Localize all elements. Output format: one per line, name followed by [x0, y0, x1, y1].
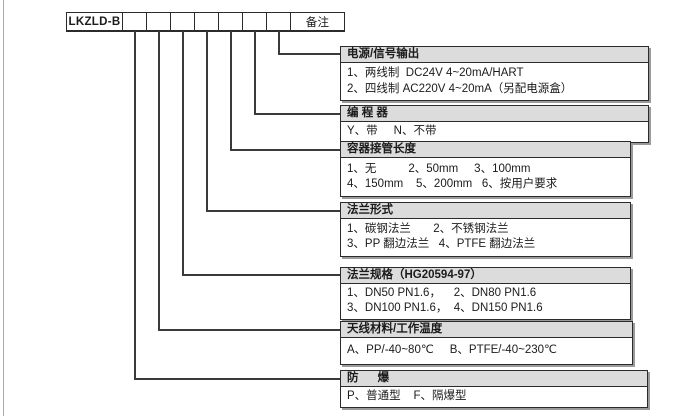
section-vessel-nozzle-length: 容器接管长度 1、无 2、50mm 3、100mm 4、150mm 5、200m… [340, 141, 631, 197]
option-line: 1、碳钢法兰 2、不锈钢法兰 [347, 223, 509, 235]
connector-line [158, 31, 160, 331]
model-digit-box-2 [146, 12, 171, 32]
connector-line [134, 31, 136, 380]
section-title: 防 爆 [341, 371, 647, 387]
section-body: A、PP/-40~80℃ B、PTFE/-40~230℃ [341, 338, 632, 364]
option-line: A、PP/-40~80℃ B、PTFE/-40~230℃ [347, 344, 557, 356]
section-body: P、普通型 F、隔爆型 [341, 387, 647, 407]
option-line: 1、无 2、50mm 3、100mm [347, 163, 531, 175]
section-body: Y、带 N、不带 [341, 122, 648, 142]
page-left-border [3, 0, 4, 416]
connector-line [134, 378, 341, 380]
model-digit-box-7 [266, 12, 291, 32]
section-flange-type: 法兰形式 1、碳钢法兰 2、不锈钢法兰 3、PP 翻边法兰 4、PTFE 翻边法… [340, 202, 631, 257]
model-digit-box-6 [242, 12, 267, 32]
section-flange-spec: 法兰规格（HG20594-97） 1、DN50 PN1.6， 2、DN80 PN… [340, 267, 631, 320]
section-title: 编 程 器 [341, 106, 648, 122]
model-digit-box-4 [194, 12, 219, 32]
connector-line [206, 210, 341, 212]
model-digit-box-1 [122, 12, 147, 32]
connector-line [230, 31, 232, 151]
connector-line [278, 53, 341, 55]
section-body: 1、两线制 DC24V 4~20mA/HART 2、四线制 AC220V 4~2… [341, 63, 648, 100]
section-body: 1、DN50 PN1.6， 2、DN80 PN1.6 3、DN100 PN1.6… [341, 284, 630, 319]
model-prefix-box: LKZLD-B [66, 12, 123, 32]
connector-line [182, 31, 184, 276]
connector-line [230, 149, 341, 151]
section-programmer: 编 程 器 Y、带 N、不带 [340, 105, 649, 143]
connector-line [182, 274, 341, 276]
section-antenna-material-temperature: 天线材料/工作温度 A、PP/-40~80℃ B、PTFE/-40~230℃ [340, 321, 633, 365]
option-line: 3、DN100 PN1.6， 4、DN150 PN1.6 [347, 302, 543, 314]
section-title: 法兰规格（HG20594-97） [341, 268, 630, 284]
model-digit-box-5 [218, 12, 243, 32]
connector-line [206, 31, 208, 212]
section-body: 1、碳钢法兰 2、不锈钢法兰 3、PP 翻边法兰 4、PTFE 翻边法兰 [341, 219, 630, 256]
connector-line [254, 113, 341, 115]
section-body: 1、无 2、50mm 3、100mm 4、150mm 5、200mm 6、按用户… [341, 158, 630, 196]
section-explosion-proof: 防 爆 P、普通型 F、隔爆型 [340, 370, 648, 408]
option-line: 3、PP 翻边法兰 4、PTFE 翻边法兰 [347, 238, 536, 250]
connector-line [158, 329, 341, 331]
model-digit-box-3 [170, 12, 195, 32]
option-line: P、普通型 F、隔爆型 [347, 390, 467, 402]
section-power-signal-output: 电源/信号输出 1、两线制 DC24V 4~20mA/HART 2、四线制 AC… [340, 46, 649, 101]
section-title: 电源/信号输出 [341, 47, 648, 63]
section-title: 法兰形式 [341, 203, 630, 219]
connector-line [278, 31, 280, 55]
option-line: 1、两线制 DC24V 4~20mA/HART [347, 67, 524, 79]
option-line: 2、四线制 AC220V 4~20mA（另配电源盒） [347, 83, 573, 95]
option-line: 4、150mm 5、200mm 6、按用户要求 [347, 178, 558, 190]
section-title: 容器接管长度 [341, 142, 630, 158]
connector-line [254, 31, 256, 115]
option-line: 1、DN50 PN1.6， 2、DN80 PN1.6 [347, 287, 537, 299]
remark-box: 备注 [290, 12, 345, 32]
option-line: Y、带 N、不带 [347, 125, 437, 137]
section-title: 天线材料/工作温度 [341, 322, 632, 338]
